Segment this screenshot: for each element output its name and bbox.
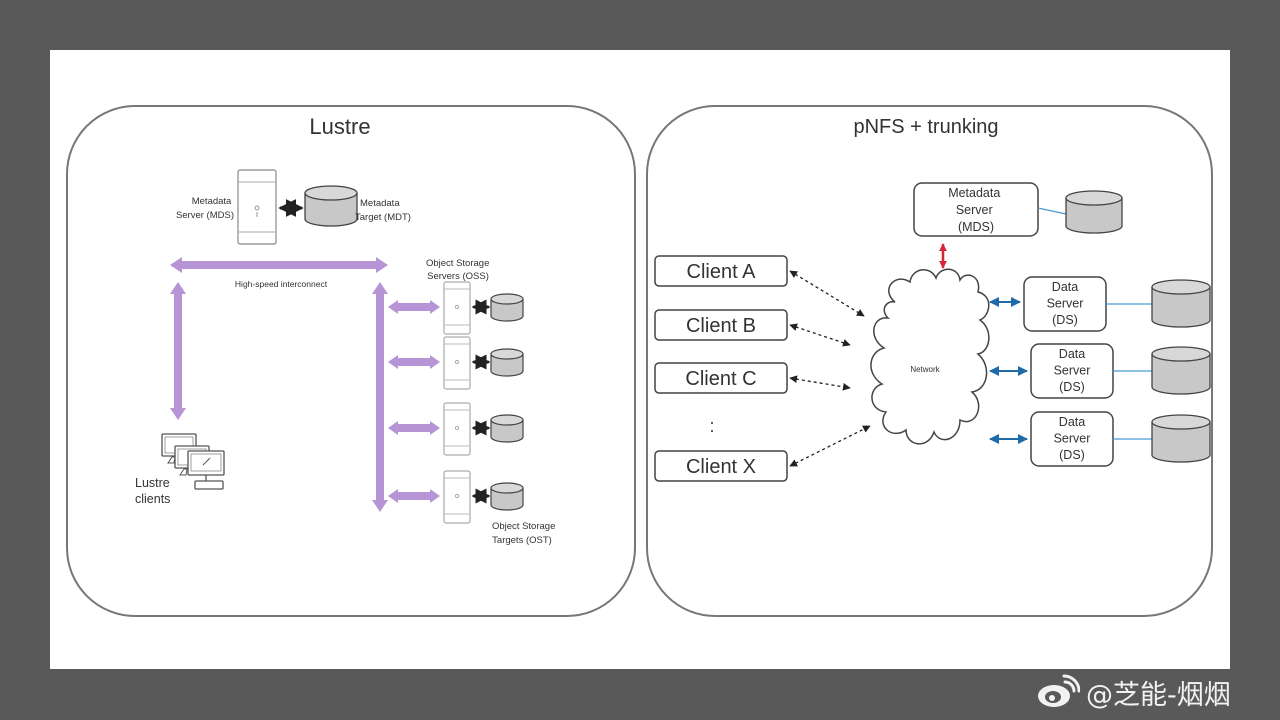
ost-disk-icon	[490, 348, 524, 377]
client-network-link	[789, 375, 851, 391]
lustre-panel: Lustre Metadata Server (MDS) Metadata Ta…	[66, 105, 636, 617]
oss-row	[388, 402, 524, 456]
mds-disk-icon	[1065, 190, 1123, 234]
oss-row	[388, 470, 524, 524]
pnfs-title: pNFS + trunking	[853, 116, 998, 138]
oss-server-icon	[443, 281, 471, 335]
oss-row	[388, 336, 524, 390]
client-box	[654, 362, 788, 394]
pnfs-panel-border	[646, 105, 1213, 617]
client-box	[654, 255, 788, 287]
pnfs-panel: pNFS + trunking Metadata Server (MDS) Ne…	[646, 105, 1213, 617]
oss-label: Object Storage Servers (OSS)	[426, 258, 492, 282]
client-box	[654, 309, 788, 341]
network-label: Network	[910, 365, 940, 374]
lustre-clients-label: Lustre clients	[135, 476, 173, 506]
oss-row	[388, 281, 524, 335]
oss-interconnect-arrow	[372, 282, 388, 512]
ds-disk-icon	[1151, 279, 1211, 328]
oss-link-arrow	[388, 355, 440, 369]
watermark-text: @芝能-烟烟	[1086, 679, 1231, 711]
lustre-panel-border	[66, 105, 636, 617]
client-item: Client B	[654, 309, 851, 347]
clients-ellipsis: :	[709, 416, 714, 436]
ost-disk-icon	[490, 482, 524, 511]
client-network-link	[789, 270, 865, 317]
interconnect-label: High-speed interconnect	[235, 279, 328, 289]
lustre-title: Lustre	[309, 114, 370, 139]
client-label: Client X	[686, 456, 756, 478]
mds-server-icon	[237, 169, 277, 245]
ost-disk-icon	[490, 293, 524, 322]
client-network-link	[789, 425, 871, 467]
client-item: Client C	[654, 362, 851, 394]
client-label: Client A	[687, 261, 757, 283]
ds-disk-icon	[1151, 414, 1211, 463]
client-item: Client X	[654, 425, 871, 482]
client-label: Client C	[685, 368, 756, 390]
ds-disk-icon	[1151, 346, 1211, 395]
high-speed-interconnect	[170, 257, 388, 512]
client-box	[654, 450, 788, 482]
oss-server-icon	[443, 402, 471, 456]
clients-interconnect-arrow	[170, 282, 186, 420]
pnfs-mds-box	[913, 182, 1039, 237]
oss-server-icon	[443, 336, 471, 390]
oss-link-arrow	[388, 300, 440, 314]
interconnect-horizontal-arrow	[170, 257, 388, 273]
mds-storage-line	[1037, 207, 1067, 215]
mds-label: Metadata Server (MDS)	[176, 196, 234, 221]
oss-link-arrow	[388, 421, 440, 435]
network-cloud	[870, 268, 990, 445]
ost-disk-icon	[490, 414, 524, 443]
client-label: Client B	[686, 315, 756, 337]
mdt-label: Metadata Target (MDT)	[355, 198, 411, 223]
client-item: Client A	[654, 255, 865, 317]
mdt-disk-icon	[304, 185, 358, 227]
ost-label: Object Storage Targets (OST)	[492, 521, 558, 546]
oss-server-icon	[443, 470, 471, 524]
weibo-icon	[1038, 674, 1080, 707]
pnfs-mds-label: Metadata Server (MDS)	[948, 186, 1004, 234]
watermark: @芝能-烟烟	[1036, 672, 1231, 712]
oss-rows	[388, 281, 524, 524]
pnfs-clients: Client A Client B Client C Client X	[654, 255, 871, 482]
oss-link-arrow	[388, 489, 440, 503]
lustre-clients-icon	[161, 433, 225, 490]
client-network-link	[789, 323, 851, 347]
